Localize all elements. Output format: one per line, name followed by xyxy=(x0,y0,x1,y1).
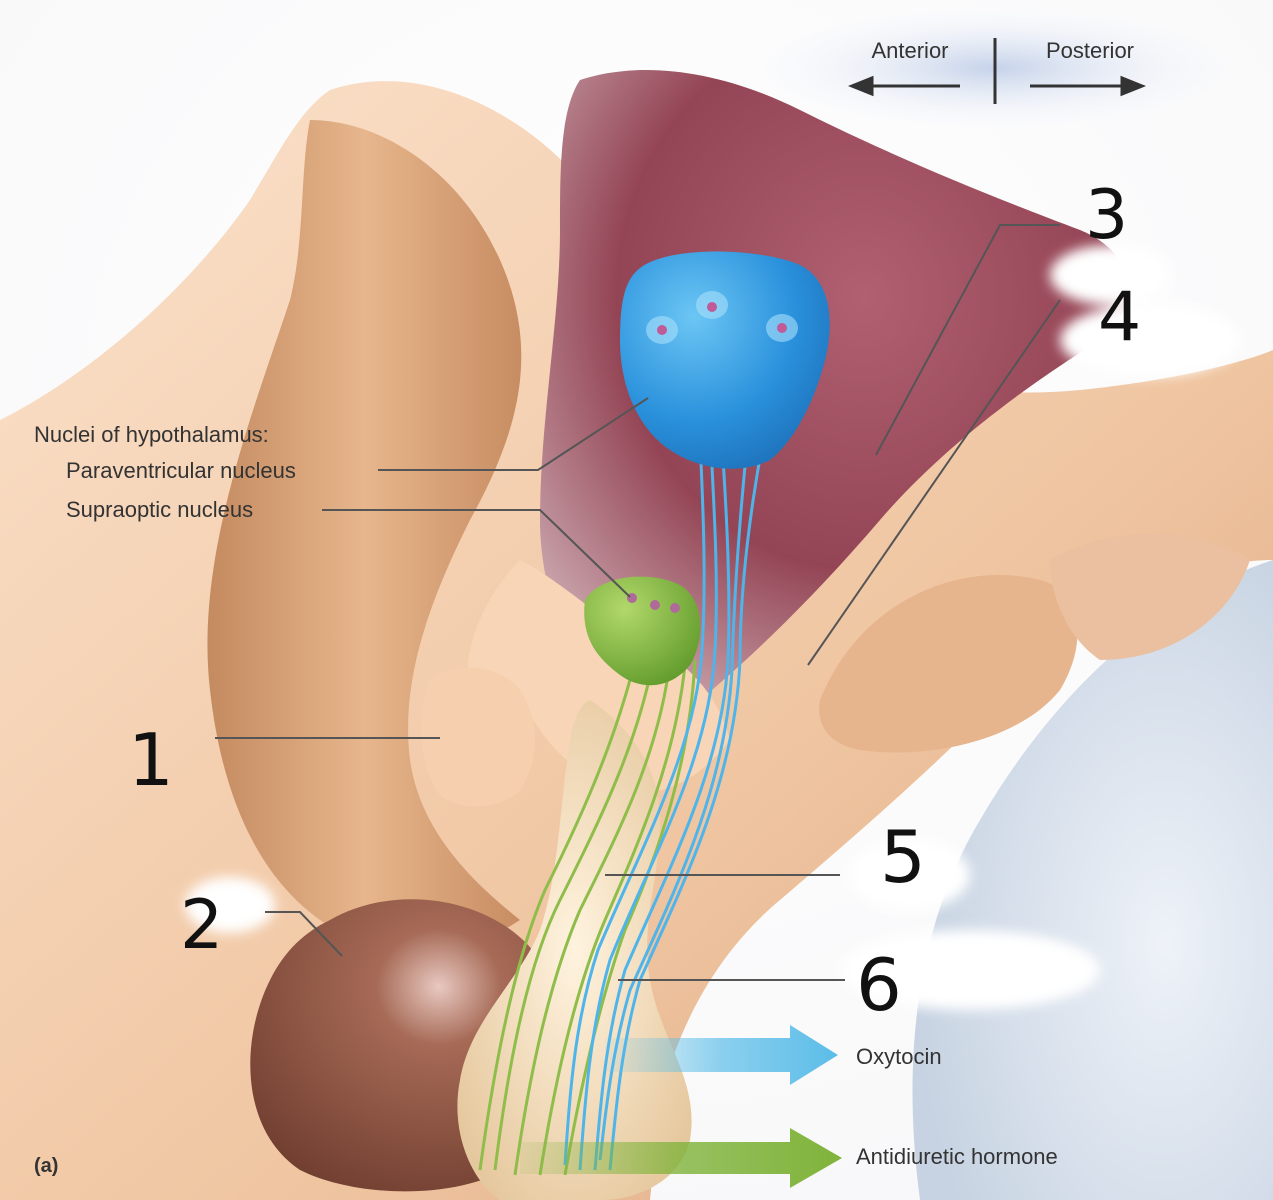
optic-chiasm xyxy=(421,667,535,807)
posterior-arrow xyxy=(1030,75,1147,97)
mammillary-body xyxy=(819,575,1078,753)
posterior-pituitary xyxy=(457,700,692,1200)
supraoptic-axons xyxy=(478,639,697,1176)
paraventricular-cells xyxy=(657,302,787,335)
handwritten-number-5: 5 xyxy=(880,815,926,899)
anterior-arrow xyxy=(847,75,960,97)
handwriting-patches xyxy=(185,245,1240,1010)
supraoptic-nucleus xyxy=(584,576,701,686)
adh-label: Antidiuretic hormone xyxy=(856,1144,1058,1169)
third-ventricle xyxy=(540,70,1129,721)
handwritten-number-4: 4 xyxy=(1098,278,1141,357)
sphenoid-region xyxy=(912,560,1273,1200)
oxytocin-arrow xyxy=(605,1025,838,1085)
handwritten-number-1: 1 xyxy=(128,718,174,802)
printed-leader-lines xyxy=(322,397,649,598)
handwritten-number-3: 3 xyxy=(1085,176,1128,255)
oxytocin-label: Oxytocin xyxy=(856,1044,942,1069)
anterior-label: Anterior xyxy=(871,38,948,63)
infundibulum-lip xyxy=(467,560,730,793)
number-leader-lines xyxy=(215,224,1061,981)
handwritten-number-2: 2 xyxy=(180,886,223,965)
paraventricular-label: Paraventricular nucleus xyxy=(66,458,296,483)
adh-arrow xyxy=(520,1128,842,1188)
panel-label: (a) xyxy=(34,1155,58,1177)
paraventricular-nucleus xyxy=(620,251,830,469)
brain-fold xyxy=(207,120,522,950)
handwritten-number-6: 6 xyxy=(856,943,902,1027)
posterior-label: Posterior xyxy=(1046,38,1134,63)
nuclei-heading: Nuclei of hypothalamus: xyxy=(34,422,269,447)
supraoptic-label: Supraoptic nucleus xyxy=(66,497,253,522)
posterior-fold xyxy=(1050,533,1250,660)
